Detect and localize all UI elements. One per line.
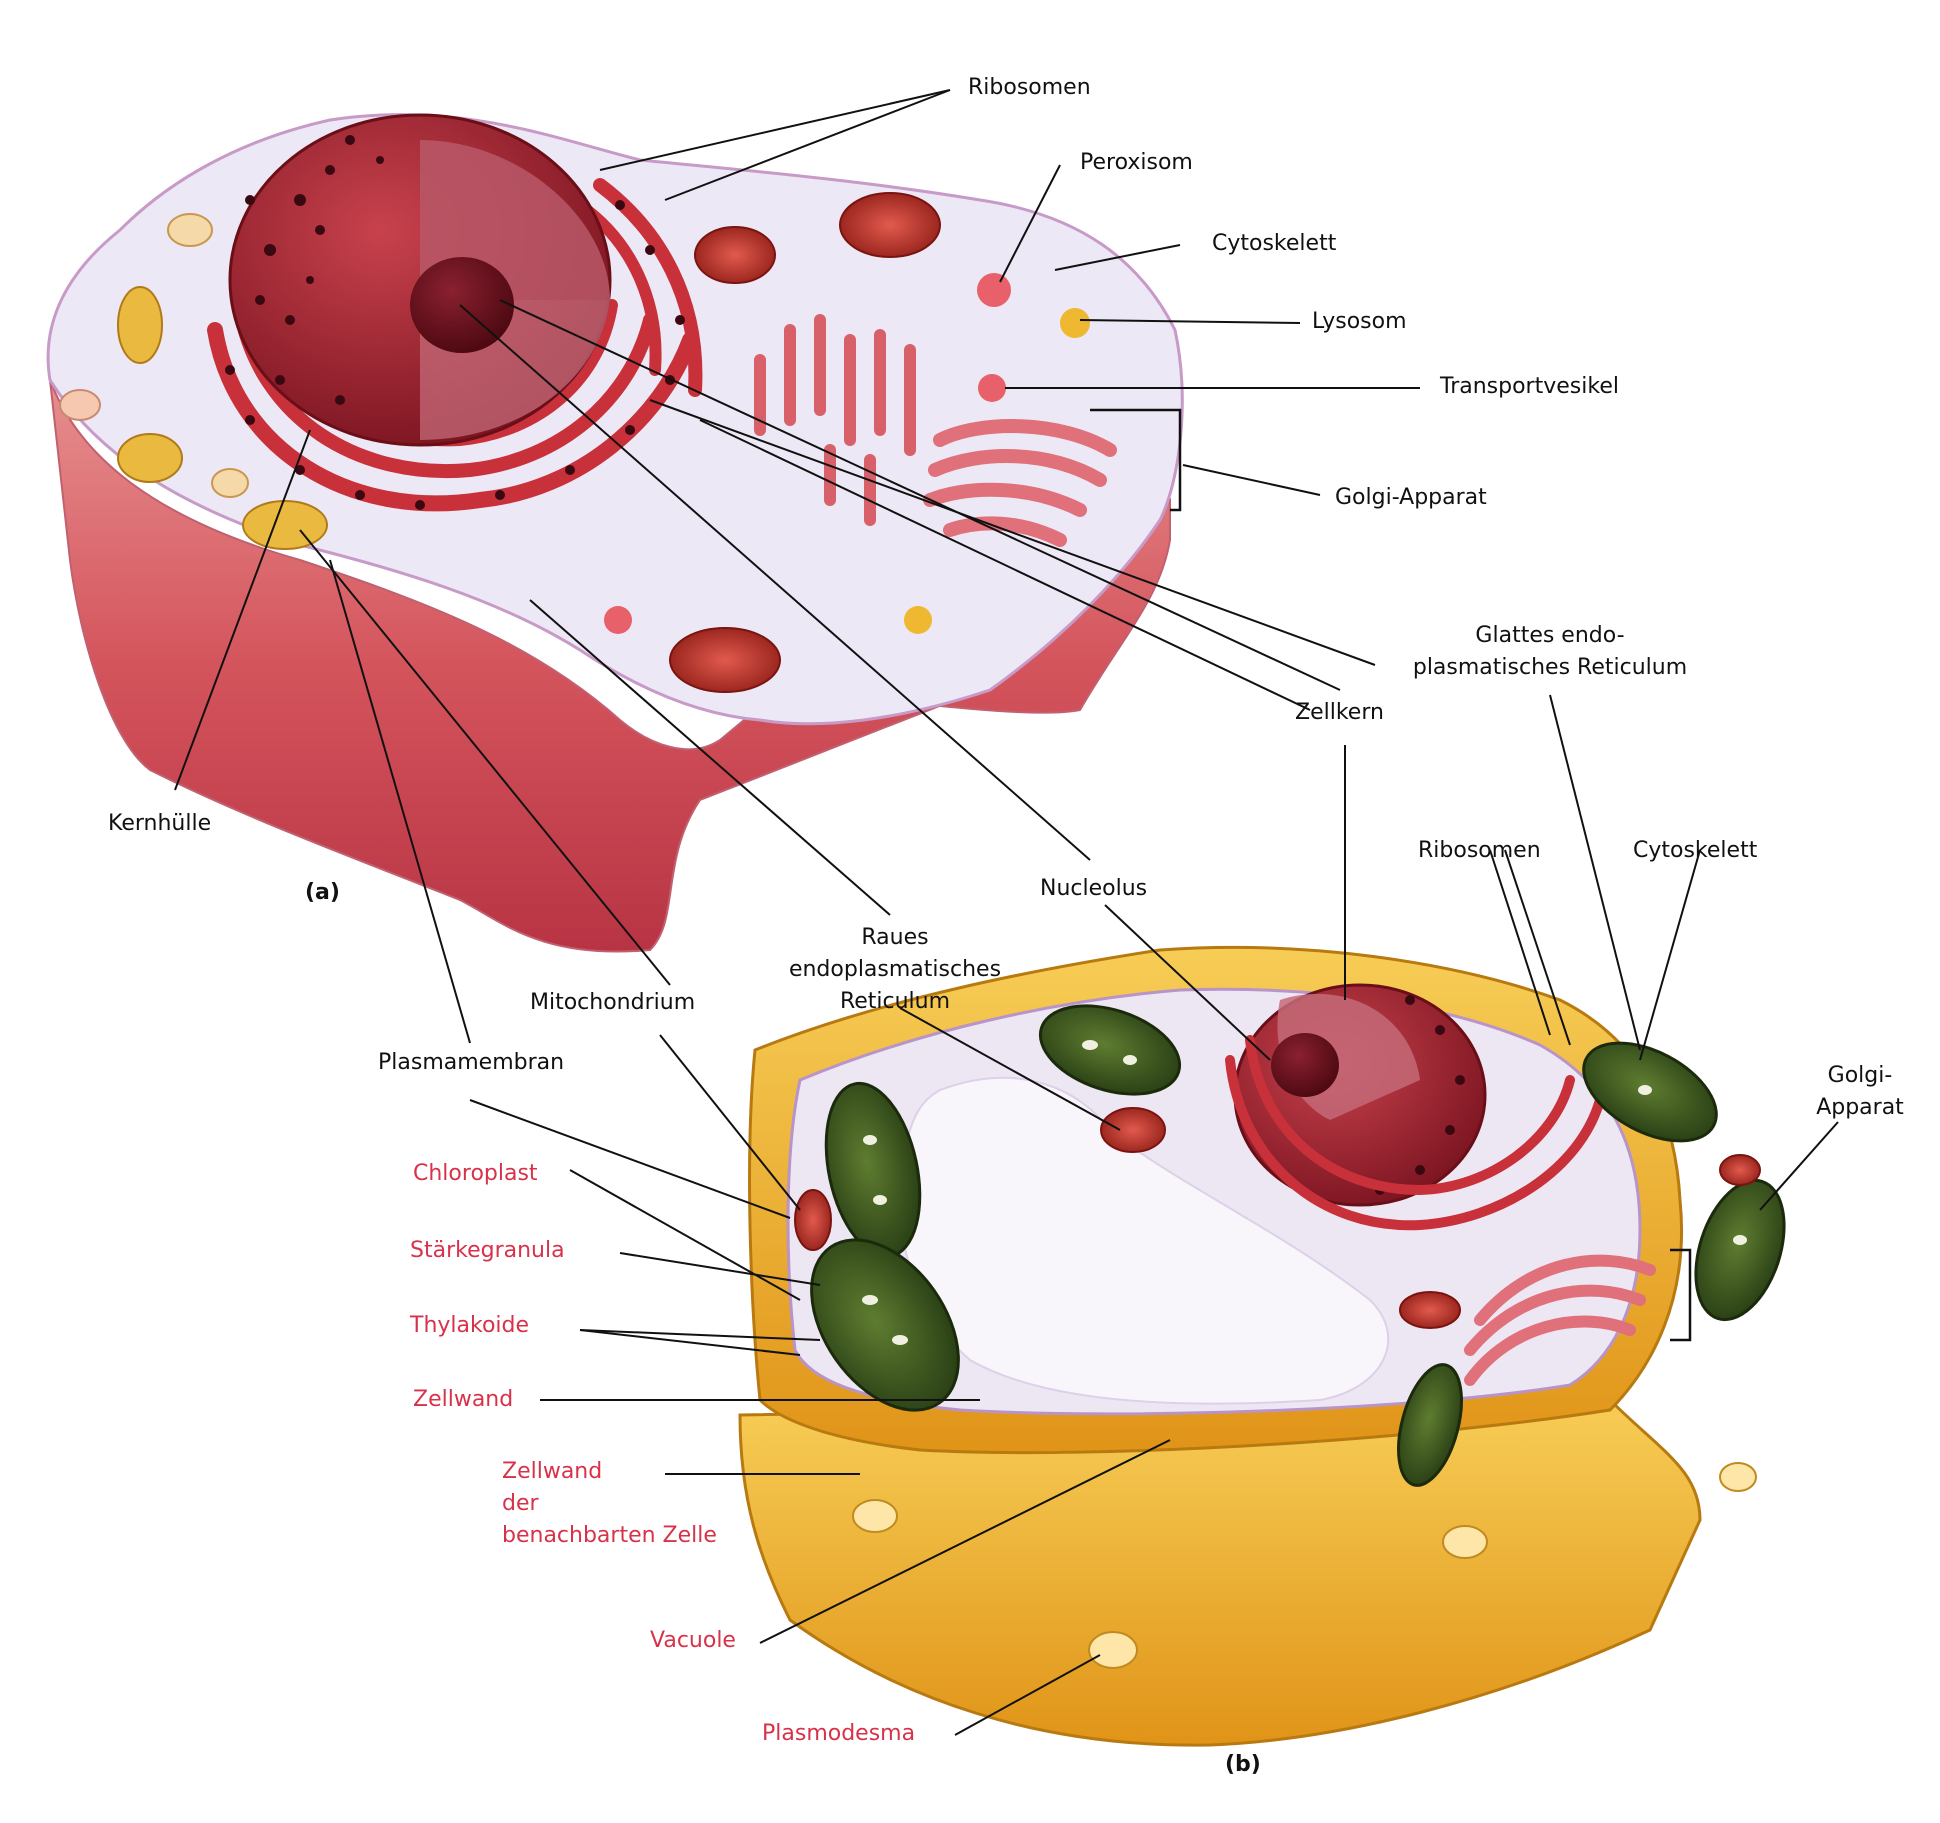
label-peroxisom: Peroxisom xyxy=(1080,147,1193,179)
label-raues-er: Raues endoplasmatisches Reticulum xyxy=(770,922,1020,1018)
label-ribosomen-a: Ribosomen xyxy=(968,72,1091,104)
label-golgi-b-line1: Golgi- xyxy=(1800,1060,1920,1092)
label-golgi-a: Golgi-Apparat xyxy=(1335,482,1487,514)
label-zellwand-nachbar-line3: benachbarten Zelle xyxy=(502,1520,717,1552)
nucleus-animal xyxy=(230,115,610,445)
label-vacuole: Vacuole xyxy=(650,1625,736,1657)
label-kernhuelle: Kernhülle xyxy=(108,808,211,840)
label-nucleolus: Nucleolus xyxy=(1040,873,1147,905)
label-golgi-b: Golgi- Apparat xyxy=(1800,1060,1920,1124)
label-thylakoide: Thylakoide xyxy=(410,1310,529,1342)
label-glattes-er-line2: plasmatisches Reticulum xyxy=(1400,652,1700,684)
label-raues-er-line3: Reticulum xyxy=(770,986,1020,1018)
label-raues-er-line2: endoplasmatisches xyxy=(770,954,1020,986)
label-glattes-er-line1: Glattes endo- xyxy=(1400,620,1700,652)
plant-cell xyxy=(740,947,1800,1745)
label-plasmodesma: Plasmodesma xyxy=(762,1718,915,1750)
label-golgi-b-line2: Apparat xyxy=(1800,1092,1920,1124)
label-lysosom: Lysosom xyxy=(1312,306,1407,338)
label-transportvesikel: Transportvesikel xyxy=(1440,371,1619,403)
label-zellwand-nachbar-line2: der xyxy=(502,1488,717,1520)
label-zellwand: Zellwand xyxy=(413,1384,513,1416)
label-zellwand-nachbar-line1: Zellwand xyxy=(502,1456,717,1488)
cell-wall-neighbor xyxy=(740,1400,1700,1745)
label-raues-er-line1: Raues xyxy=(770,922,1020,954)
label-zellwand-nachbar: Zellwand der benachbarten Zelle xyxy=(502,1456,717,1552)
label-cytoskelett-b: Cytoskelett xyxy=(1633,835,1757,867)
label-glattes-er: Glattes endo- plasmatisches Reticulum xyxy=(1400,620,1700,684)
panel-label-b: (b) xyxy=(1225,1752,1261,1777)
panel-label-a: (a) xyxy=(305,880,340,905)
label-ribosomen-b: Ribosomen xyxy=(1418,835,1541,867)
nucleus-plant xyxy=(1235,985,1485,1205)
label-zellkern: Zellkern xyxy=(1295,697,1384,729)
label-cytoskelett-a: Cytoskelett xyxy=(1212,228,1336,260)
label-chloroplast: Chloroplast xyxy=(413,1158,538,1190)
label-mitochondrium: Mitochondrium xyxy=(530,987,695,1019)
label-staerkegranula: Stärkegranula xyxy=(410,1235,565,1267)
nucleolus-plant xyxy=(1271,1033,1339,1097)
label-plasmamembran: Plasmamembran xyxy=(378,1047,564,1079)
